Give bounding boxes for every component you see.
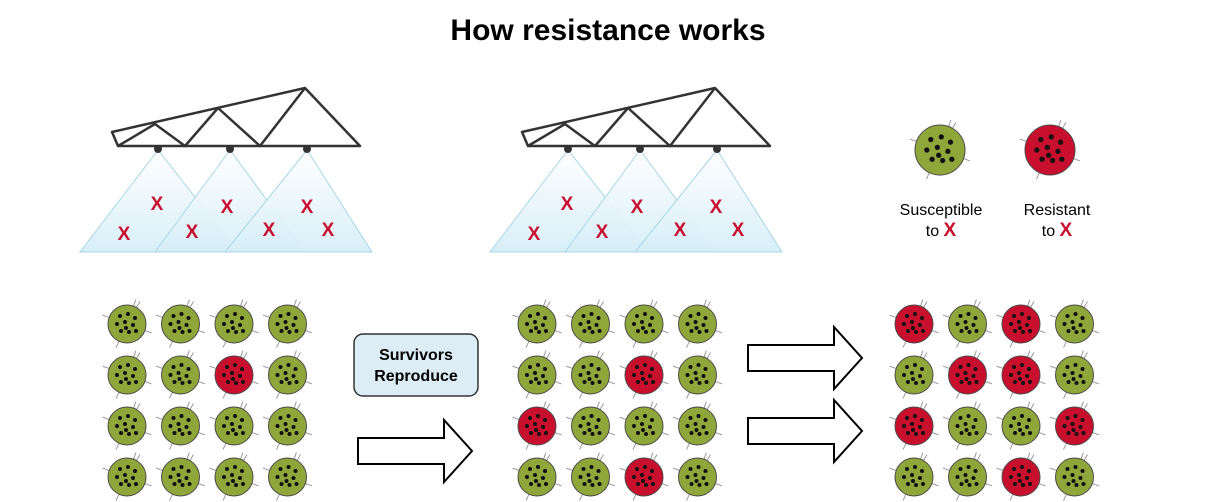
susceptible-pest xyxy=(262,452,313,501)
chemical-mark: X xyxy=(732,220,745,241)
chemical-mark: X xyxy=(322,220,335,241)
susceptible-pest xyxy=(672,452,723,501)
spray-cones xyxy=(488,149,783,253)
susceptible-pest xyxy=(619,299,669,348)
resistant-pest xyxy=(619,452,669,501)
arrow-right-icon xyxy=(357,417,474,485)
resistant-pest xyxy=(512,401,562,450)
susceptible-pest xyxy=(512,350,562,399)
susceptible-pest xyxy=(672,299,723,348)
nozzle xyxy=(564,145,572,153)
box-line-2: Reproduce xyxy=(374,368,458,385)
chemical-mark: X xyxy=(221,197,234,218)
susceptible-pest xyxy=(209,401,259,450)
chemical-mark: X xyxy=(528,224,541,245)
legend-resistant-label: Resistant xyxy=(1024,202,1091,219)
chemical-mark: X xyxy=(631,197,644,218)
legend: Susceptible to X Resistant to X xyxy=(900,119,1091,241)
susceptible-pest xyxy=(565,401,616,450)
susceptible-pest xyxy=(209,452,259,501)
chemical-marks: X X X X X X X xyxy=(528,194,745,245)
susceptible-pest xyxy=(1049,350,1100,399)
box-line-1: Survivors xyxy=(379,347,453,364)
legend-susceptible-sublabel: to X xyxy=(926,220,957,241)
resistant-pest xyxy=(996,299,1046,348)
susceptible-pest xyxy=(565,299,616,348)
susceptible-pest-icon xyxy=(909,119,971,180)
chemical-mark: X xyxy=(1060,220,1073,241)
population-grid-1 xyxy=(102,299,313,501)
chemical-mark: X xyxy=(263,220,276,241)
sprayer-2: X X X X X X X xyxy=(488,86,783,253)
susceptible-pest xyxy=(512,452,562,501)
susceptible-pest xyxy=(565,350,616,399)
susceptible-pest xyxy=(262,401,313,450)
susceptible-pest xyxy=(102,299,152,348)
sprayer-1: X X X X X X X xyxy=(78,86,373,253)
resistant-pest-icon xyxy=(1019,119,1081,180)
resistant-pest xyxy=(619,350,669,399)
spray-cones xyxy=(78,149,373,253)
spray-boom xyxy=(110,86,362,148)
susceptible-pest xyxy=(942,452,993,501)
chemical-mark: X xyxy=(301,197,314,218)
susceptible-pest xyxy=(942,401,993,450)
susceptible-pest xyxy=(209,299,259,348)
page-title: How resistance works xyxy=(450,14,765,47)
arrow-right-icon xyxy=(747,324,864,392)
resistant-pest-icon xyxy=(1019,119,1081,180)
chemical-mark: X xyxy=(118,224,131,245)
chemical-mark: X xyxy=(944,220,957,241)
resistant-pest xyxy=(889,299,939,348)
chemical-marks: X X X X X X X xyxy=(118,194,335,245)
nozzle xyxy=(713,145,721,153)
legend-susceptible-label: Susceptible xyxy=(900,202,983,219)
susceptible-pest xyxy=(889,350,939,399)
susceptible-pest xyxy=(889,452,939,501)
susceptible-pest xyxy=(512,299,562,348)
spray-boom xyxy=(520,86,772,148)
susceptible-pest xyxy=(155,401,206,450)
susceptible-pest xyxy=(942,299,993,348)
susceptible-pest xyxy=(102,350,152,399)
susceptible-pest xyxy=(155,452,206,501)
susceptible-pest xyxy=(672,401,723,450)
resistant-pest xyxy=(942,350,993,399)
susceptible-pest xyxy=(262,299,313,348)
nozzle xyxy=(154,145,162,153)
nozzle xyxy=(303,145,311,153)
susceptible-pest xyxy=(619,401,669,450)
susceptible-pest xyxy=(102,452,152,501)
susceptible-pest xyxy=(1049,452,1100,501)
susceptible-pest-icon xyxy=(909,119,971,180)
population-grid-2 xyxy=(512,299,723,501)
resistant-pest xyxy=(209,350,259,399)
susceptible-pest xyxy=(155,350,206,399)
resistant-pest xyxy=(1049,401,1100,450)
susceptible-pest xyxy=(672,350,723,399)
arrow-right-icon xyxy=(747,397,864,465)
susceptible-pest xyxy=(155,299,206,348)
susceptible-pest xyxy=(102,401,152,450)
nozzle xyxy=(636,145,644,153)
legend-resistant-sublabel: to X xyxy=(1042,220,1073,241)
chemical-mark: X xyxy=(674,220,687,241)
susceptible-pest xyxy=(262,350,313,399)
population-grid-3 xyxy=(889,299,1100,501)
resistant-pest xyxy=(996,452,1046,501)
chemical-mark: X xyxy=(561,194,574,215)
chemical-mark: X xyxy=(710,197,723,218)
chemical-mark: X xyxy=(151,194,164,215)
chemical-mark: X xyxy=(186,222,199,243)
resistant-pest xyxy=(889,401,939,450)
survivors-reproduce-box: Survivors Reproduce xyxy=(353,333,479,397)
resistant-pest xyxy=(996,350,1046,399)
susceptible-pest xyxy=(565,452,616,501)
chemical-mark: X xyxy=(596,222,609,243)
susceptible-pest xyxy=(996,401,1046,450)
nozzle xyxy=(226,145,234,153)
susceptible-pest xyxy=(1049,299,1100,348)
